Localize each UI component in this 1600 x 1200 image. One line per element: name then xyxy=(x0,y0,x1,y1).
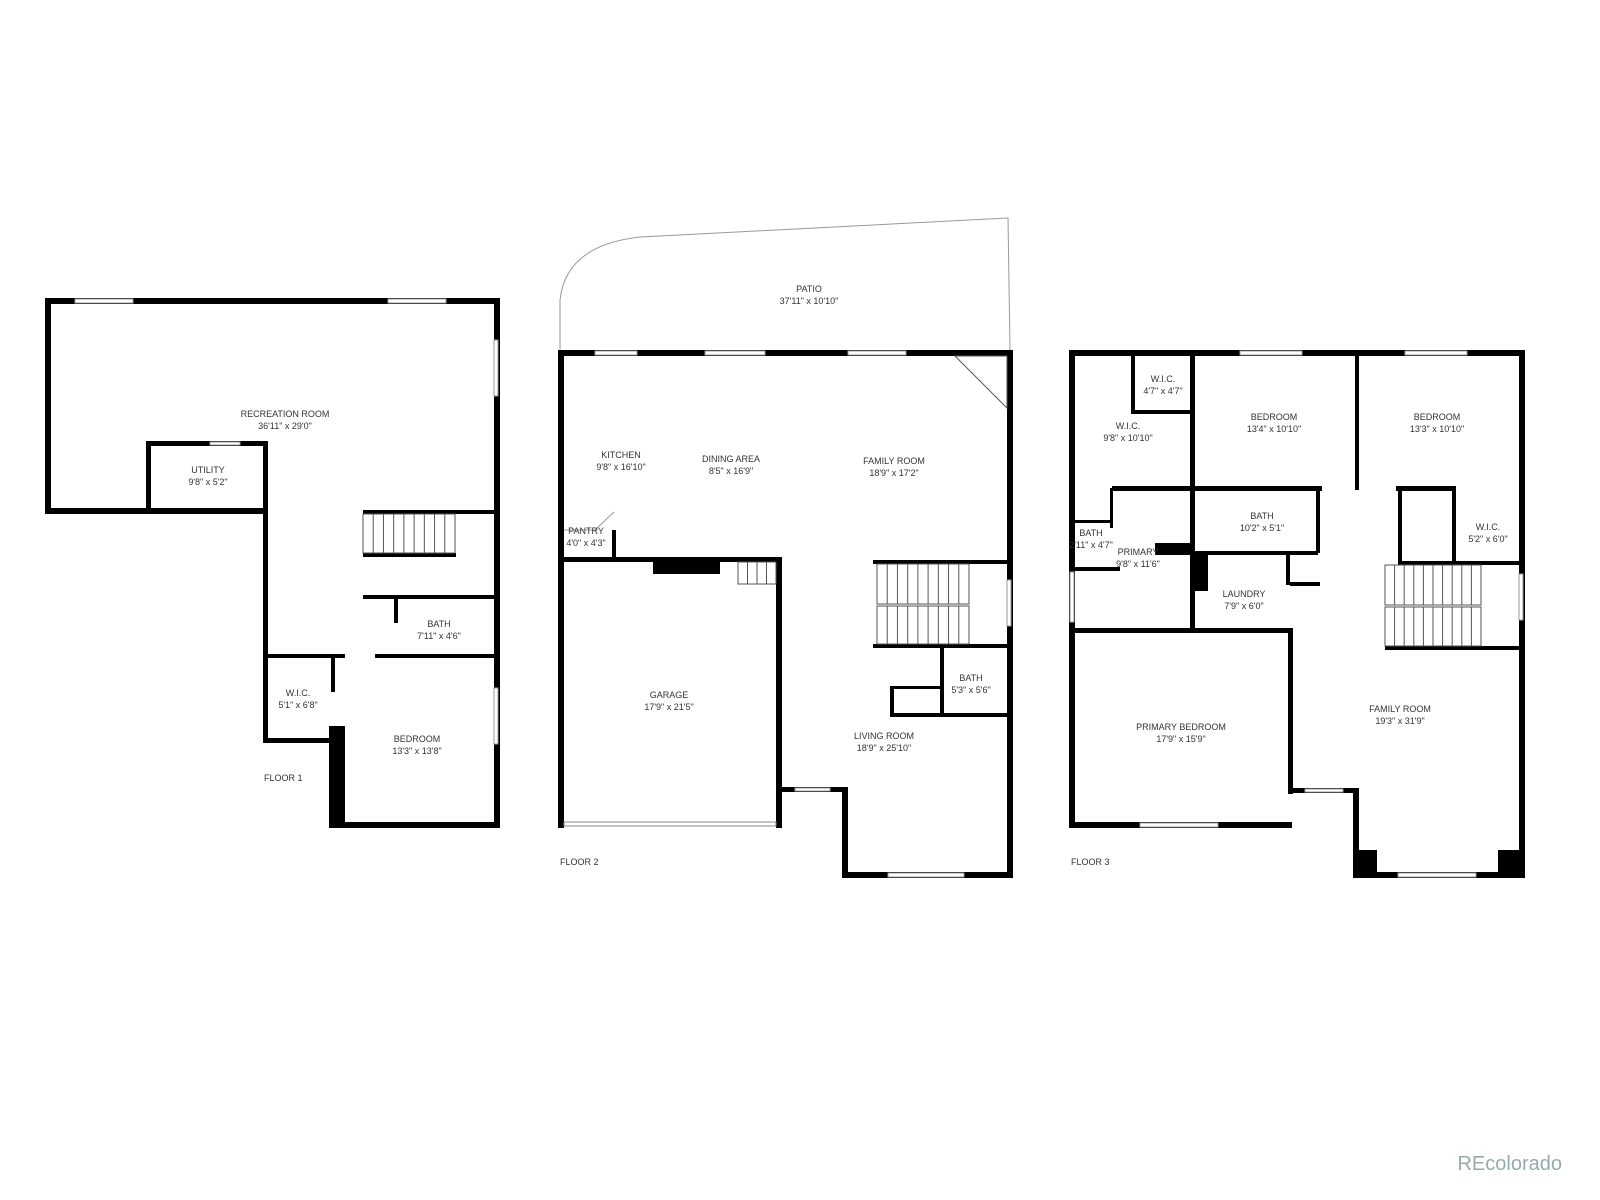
room-wic: W.I.C. 4'7" x 4'7" xyxy=(1143,373,1182,397)
room-size: 36'11" x 29'0" xyxy=(258,421,312,431)
room-size: 13'3" x 10'10" xyxy=(1409,424,1465,434)
room-name: W.I.C. xyxy=(285,688,311,698)
room-size: 10'2" x 5'1" xyxy=(1239,523,1285,533)
room-size: 9'8" x 11'6" xyxy=(1116,559,1160,569)
room-size: 37'11" x 10'10" xyxy=(779,296,839,306)
room-size: 9'8" x 16'10" xyxy=(596,462,646,472)
room-family-room: FAMILY ROOM 18'9" x 17'2" xyxy=(863,455,925,479)
room-utility: UTILITY 9'8" x 5'2" xyxy=(188,464,227,488)
room-bedroom: BEDROOM 13'3" x 13'8" xyxy=(392,733,441,757)
room-recreation-room: RECREATION ROOM 36'11" x 29'0" xyxy=(241,408,330,432)
floor-2-stairs xyxy=(737,355,1008,645)
room-size: 18'9" x 25'10" xyxy=(856,743,912,753)
room-size: 19'3" x 31'9" xyxy=(1375,716,1425,726)
room-bath: BATH 5'3" x 5'6" xyxy=(951,672,990,696)
room-name: BATH xyxy=(1079,528,1103,538)
room-wic: W.I.C. 9'8" x 10'10" xyxy=(1103,420,1152,444)
room-name: BEDROOM xyxy=(393,734,441,744)
floor-2-walls xyxy=(558,217,1013,878)
room-garage: GARAGE 17'9" x 21'5" xyxy=(644,689,693,713)
floor-3-walls xyxy=(1069,350,1525,878)
room-family-room: FAMILY ROOM 19'3" x 31'9" xyxy=(1369,703,1431,727)
watermark-logo: REcolorado xyxy=(1457,1153,1562,1175)
room-size: 17'9" x 21'5" xyxy=(644,702,694,712)
room-patio: PATIO 37'11" x 10'10" xyxy=(780,283,839,307)
room-size: 5'1" x 6'8" xyxy=(278,700,318,710)
room-pantry: PANTRY 4'0" x 4'3" xyxy=(566,525,605,549)
room-kitchen: KITCHEN 9'8" x 16'10" xyxy=(596,449,645,473)
floor-1-walls xyxy=(45,298,500,828)
room-name: W.I.C. xyxy=(1115,421,1141,431)
room-name: BATH xyxy=(1250,511,1274,521)
room-size: 2'11" x 4'7" xyxy=(1069,540,1113,550)
room-size: 4'7" x 4'7" xyxy=(1143,386,1183,396)
room-name: W.I.C. xyxy=(1475,522,1501,532)
room-name: GARAGE xyxy=(649,690,689,700)
room-laundry: LAUNDRY 7'9" x 6'0" xyxy=(1223,588,1266,612)
room-name: DINING AREA xyxy=(701,454,761,464)
room-name: FAMILY ROOM xyxy=(1369,704,1431,714)
room-size: 13'4" x 10'10" xyxy=(1246,424,1302,434)
room-size: 5'3" x 5'6" xyxy=(951,685,991,695)
room-primary-bedroom: PRIMARY BEDROOM 17'9" x 15'9" xyxy=(1136,721,1226,745)
room-bath: BATH 2'11" x 4'7" xyxy=(1069,527,1113,551)
room-wic: W.I.C. 5'2" x 6'0" xyxy=(1468,521,1507,545)
room-size: 7'9" x 6'0" xyxy=(1224,601,1264,611)
room-name: LIVING ROOM xyxy=(853,731,915,741)
room-name: UTILITY xyxy=(191,465,225,475)
floor-2-label: FLOOR 2 xyxy=(560,857,599,867)
room-primary: PRIMARY 9'8" x 11'6" xyxy=(1116,546,1160,570)
floor-1-label: FLOOR 1 xyxy=(264,773,303,783)
room-size: 9'8" x 5'2" xyxy=(188,477,228,487)
room-name: LAUNDRY xyxy=(1222,589,1266,599)
room-bedroom: BEDROOM 13'3" x 10'10" xyxy=(1410,411,1464,435)
room-name: RECREATION ROOM xyxy=(240,409,330,419)
floor-3-label: FLOOR 3 xyxy=(1071,857,1110,867)
room-name: BEDROOM xyxy=(1413,412,1461,422)
room-bath: BATH 10'2" x 5'1" xyxy=(1240,510,1284,534)
floor-3-stairs xyxy=(1384,564,1482,647)
room-size: 5'2" x 6'0" xyxy=(1468,534,1508,544)
room-name: PRIMARY BEDROOM xyxy=(1136,722,1226,732)
room-living-room: LIVING ROOM 18'9" x 25'10" xyxy=(854,730,914,754)
floor-1-stairs xyxy=(362,513,456,554)
room-bedroom: BEDROOM 13'4" x 10'10" xyxy=(1247,411,1301,435)
room-name: BEDROOM xyxy=(1250,412,1298,422)
room-name: KITCHEN xyxy=(601,450,641,460)
room-size: 7'11" x 4'6" xyxy=(417,631,461,641)
room-wic: W.I.C. 5'1" x 6'8" xyxy=(278,687,317,711)
room-size: 13'3" x 13'8" xyxy=(392,746,442,756)
room-name: W.I.C. xyxy=(1150,374,1176,384)
room-size: 9'8" x 10'10" xyxy=(1103,433,1153,443)
room-name: PANTRY xyxy=(568,526,604,536)
room-size: 4'0" x 4'3" xyxy=(566,538,606,548)
room-dining-area: DINING AREA 8'5" x 16'9" xyxy=(702,453,760,477)
room-name: BATH xyxy=(427,619,451,629)
room-size: 18'9" x 17'2" xyxy=(869,468,919,478)
room-size: 17'9" x 15'9" xyxy=(1156,734,1206,744)
room-bath: BATH 7'11" x 4'6" xyxy=(417,618,461,642)
room-name: FAMILY ROOM xyxy=(863,456,925,466)
room-name: PRIMARY xyxy=(1117,547,1159,557)
room-name: PATIO xyxy=(796,284,822,294)
room-size: 8'5" x 16'9" xyxy=(708,466,754,476)
room-name: BATH xyxy=(959,673,983,683)
